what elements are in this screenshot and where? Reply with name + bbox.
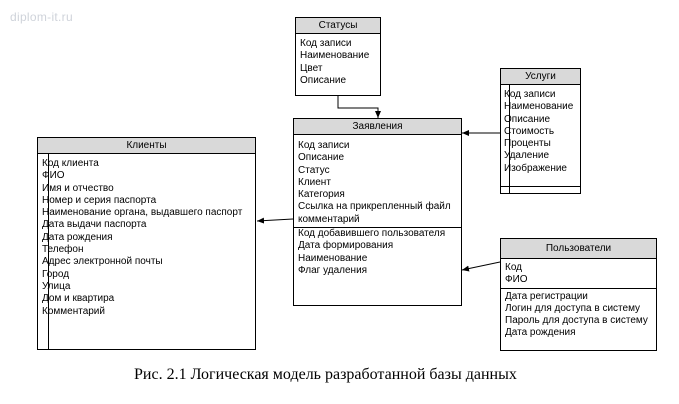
watermark: diplom-it.ru: [10, 10, 73, 24]
field: Описание: [298, 152, 345, 164]
entity-clients: Клиенты Код клиента ФИО Имя и отчество Н…: [37, 137, 256, 350]
field: Наименование: [504, 101, 574, 113]
entity-title: Статусы: [296, 18, 380, 34]
entity-services: Услуги Код записи Наименование Описание …: [500, 68, 581, 194]
field: Дом и квартира: [42, 293, 115, 305]
field: Улица: [42, 280, 71, 292]
divider: [509, 85, 510, 193]
field: Категория: [298, 189, 345, 201]
entity-title: Клиенты: [38, 138, 255, 154]
link-applications-clients: [256, 217, 294, 224]
field: Адрес электронной почты: [42, 256, 163, 268]
link-statuses-applications: [337, 96, 381, 118]
entity-applications: Заявления Код записи Описание Статус Кли…: [293, 118, 462, 306]
field: Город: [42, 268, 70, 280]
field-list: Код ФИО Дата регистрации Логин для досту…: [501, 259, 656, 340]
field: Флаг удаления: [298, 264, 368, 276]
field-list: Код записи Наименование Описание Стоимос…: [501, 85, 580, 175]
field: Код добавившего пользователя: [298, 228, 446, 240]
field: Описание: [504, 113, 551, 125]
field: Наименование: [298, 252, 368, 264]
field: Статус: [298, 164, 330, 176]
field: Удаление: [504, 150, 550, 162]
entity-users: Пользователи Код ФИО Дата регистрации Ло…: [500, 238, 657, 351]
field: Комментарий: [42, 305, 105, 317]
field: Код записи: [504, 89, 556, 100]
divider: [48, 154, 49, 349]
field: Изображение: [504, 162, 567, 174]
field: Описание: [300, 74, 347, 86]
field: Код записи: [300, 38, 352, 49]
link-users-applications: [461, 261, 501, 272]
field: ФИО: [42, 170, 65, 182]
field: Код: [505, 262, 523, 273]
field: ФИО: [505, 274, 528, 286]
entity-title: Заявления: [294, 119, 461, 135]
field: Проценты: [504, 138, 551, 150]
field: Дата выдачи паспорта: [42, 219, 147, 231]
field: Пароль для доступа в систему: [505, 315, 648, 327]
field: Наименование: [300, 50, 370, 62]
field: Стоимость: [504, 125, 555, 137]
entity-title: Пользователи: [501, 239, 656, 259]
field: Дата формирования: [298, 240, 394, 252]
divider: [501, 186, 580, 187]
field: Код клиента: [42, 158, 99, 169]
field-list: Код записи Описание Статус Клиент Катего…: [294, 135, 461, 277]
field: Ссылка на прикрепленный файл: [298, 201, 451, 213]
figure-caption: Рис. 2.1 Логическая модель разработанной…: [134, 366, 517, 383]
field-list: Код записи Наименование Цвет Описание: [296, 34, 380, 87]
field: Дата рождения: [505, 327, 576, 339]
entity-statuses: Статусы Код записи Наименование Цвет Опи…: [295, 17, 381, 96]
field: Дата рождения: [42, 231, 113, 243]
divider: [294, 227, 461, 229]
field: Наименование органа, выдавшего паспорт: [42, 207, 243, 219]
field: Номер и серия паспорта: [42, 194, 157, 206]
field: Логин для доступа в систему: [505, 302, 641, 314]
field: Телефон: [42, 244, 84, 256]
divider: [501, 287, 656, 289]
entity-title: Услуги: [501, 69, 580, 85]
field: Код записи: [298, 140, 350, 151]
field: Клиент: [298, 176, 331, 188]
field: Имя и отчество: [42, 182, 114, 194]
field-list: Код клиента ФИО Имя и отчество Номер и с…: [38, 154, 255, 318]
field: комментарий: [298, 213, 360, 225]
field: Цвет: [300, 62, 323, 74]
field: Дата регистрации: [505, 290, 588, 302]
